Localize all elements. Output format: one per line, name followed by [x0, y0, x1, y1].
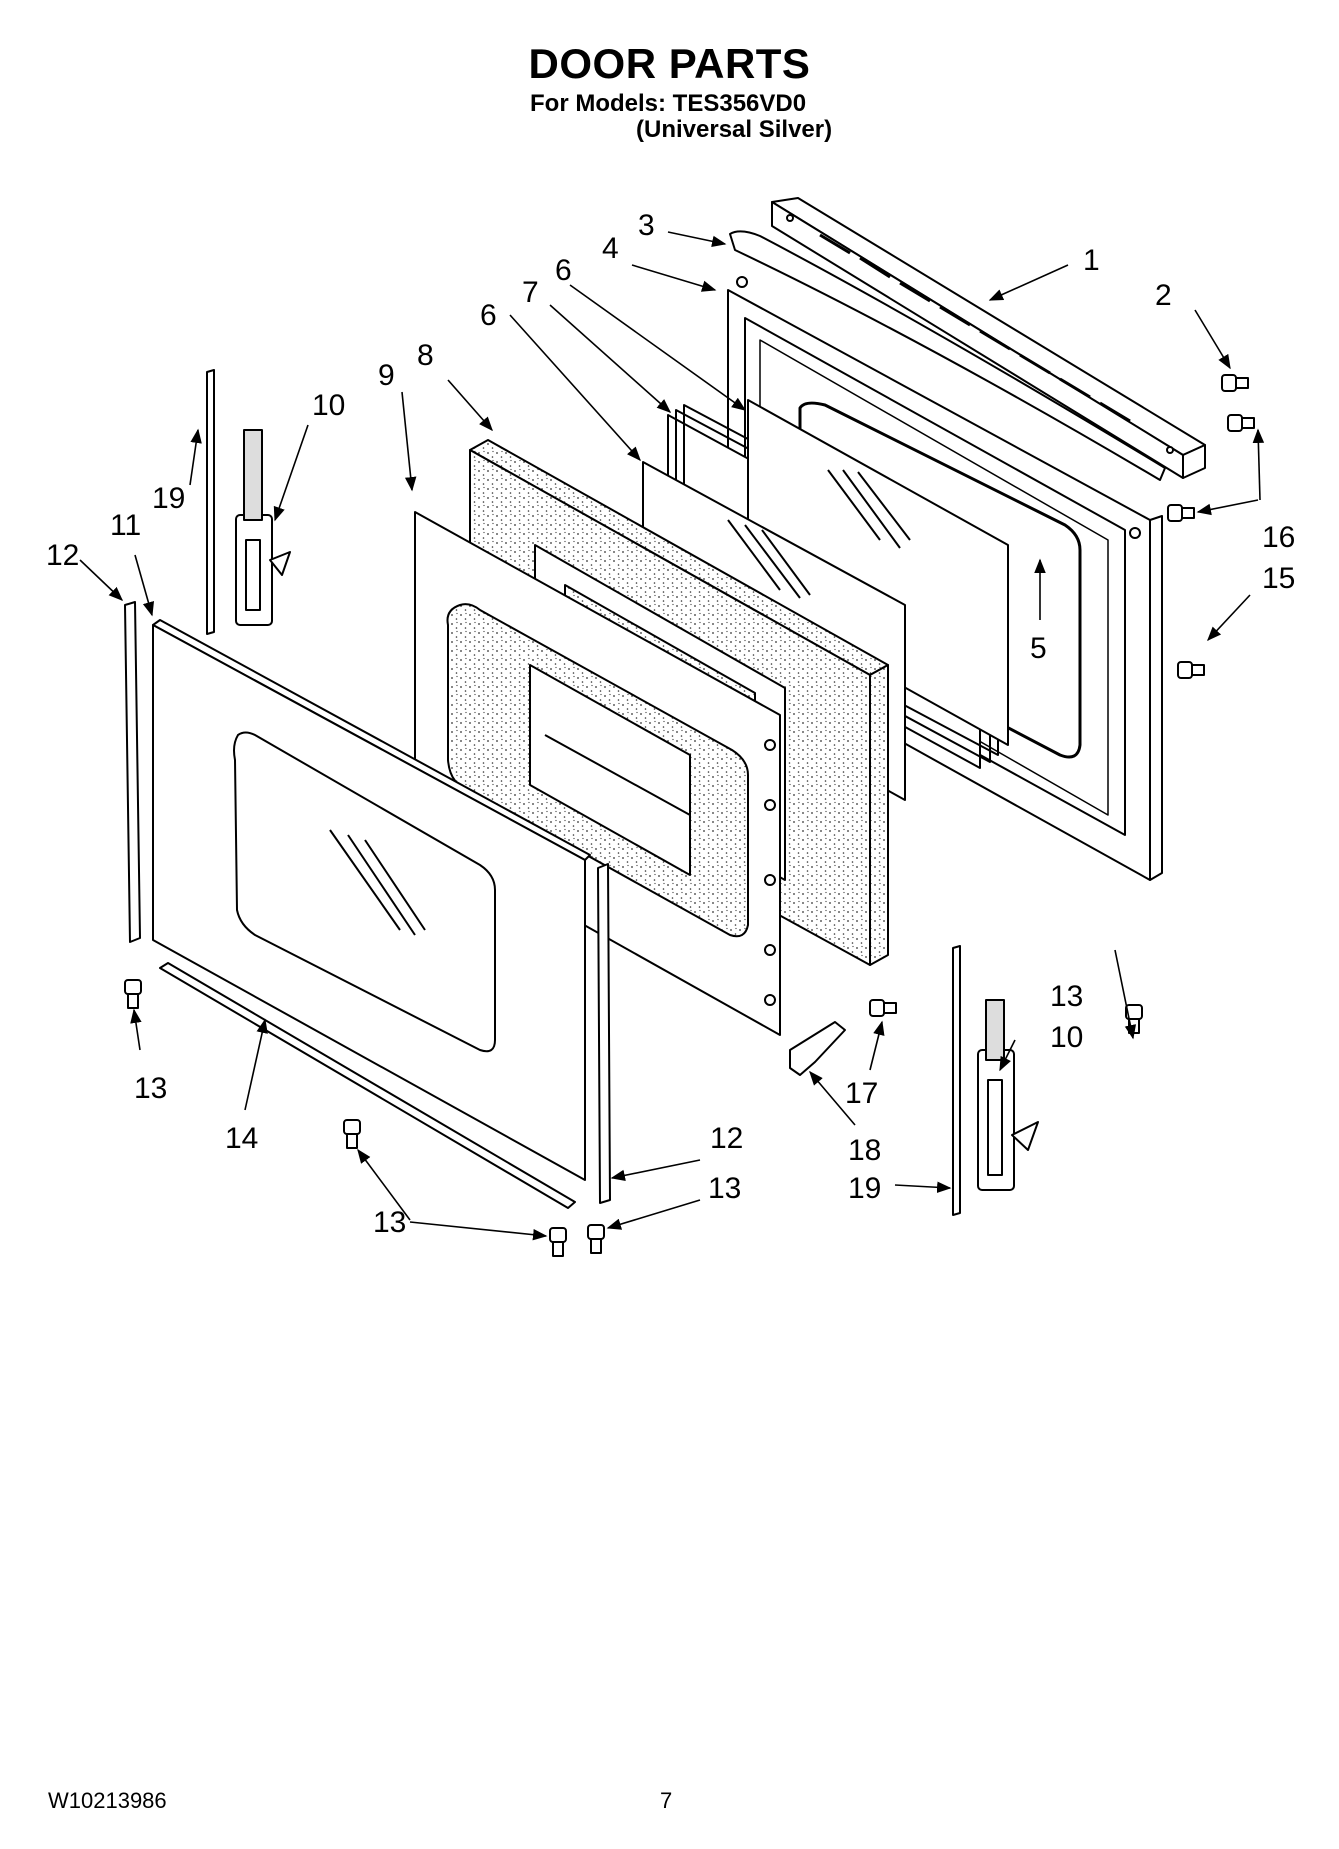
callout-6b: 6 — [480, 299, 497, 332]
part-12-side-trim-left — [124, 601, 141, 943]
part-1-vent-trim — [771, 197, 1206, 479]
callout-10-left: 10 — [312, 389, 345, 422]
part-3-trim-strip — [729, 230, 1166, 481]
callout-7: 7 — [522, 276, 539, 309]
callout-labels: 1 2 3 4 5 6 6 7 8 9 10 10 11 12 12 13 13… — [46, 209, 1295, 1239]
part-2-screw — [1221, 374, 1249, 392]
callout-12-left: 12 — [46, 539, 79, 572]
callout-11: 11 — [110, 509, 141, 542]
part-9-inner-door-frame — [414, 511, 781, 1036]
callout-5: 5 — [1030, 632, 1047, 665]
part-13-screw-e — [587, 1224, 605, 1254]
callout-2: 2 — [1155, 279, 1172, 312]
callout-13-right: 13 — [1050, 980, 1083, 1013]
callout-17: 17 — [845, 1077, 878, 1110]
callout-8: 8 — [417, 339, 434, 372]
part-17-screw — [869, 999, 897, 1017]
part-16-screw-upper — [1227, 414, 1255, 432]
part-18-bracket — [789, 1021, 846, 1076]
callout-18: 18 — [848, 1134, 881, 1167]
callout-19-right: 19 — [848, 1172, 881, 1205]
page-number: 7 — [660, 1788, 673, 1813]
part-10-hinge-right — [977, 999, 1039, 1191]
callout-12-right: 12 — [710, 1122, 743, 1155]
page-title: DOOR PARTS — [528, 40, 811, 87]
callout-13-left: 13 — [134, 1072, 167, 1105]
part-15-screw — [1177, 661, 1205, 679]
callout-14: 14 — [225, 1122, 258, 1155]
part-13-screw-d — [549, 1227, 567, 1257]
callout-4: 4 — [602, 232, 619, 265]
part-10-hinge-left — [235, 429, 291, 626]
callout-9: 9 — [378, 359, 395, 392]
color-line: (Universal Silver) — [636, 116, 833, 143]
part-13-screw-b — [124, 979, 142, 1009]
callout-16: 16 — [1262, 521, 1295, 554]
models-line: For Models: TES356VD0 — [530, 90, 807, 117]
callout-6a: 6 — [555, 254, 572, 287]
part-19-hinge-rod-right — [952, 945, 961, 1216]
callout-13-bottom-right: 13 — [708, 1172, 741, 1205]
screw-parts — [124, 374, 1255, 1257]
part-12-side-trim-right — [597, 863, 611, 1204]
callout-3: 3 — [638, 209, 655, 242]
part-16-screw-lower — [1167, 504, 1195, 522]
part-19-hinge-rod-left — [206, 369, 215, 635]
document-number: W10213986 — [48, 1788, 167, 1813]
part-13-screw-c — [343, 1119, 361, 1149]
callout-1: 1 — [1083, 244, 1100, 277]
callout-10-right: 10 — [1050, 1021, 1083, 1054]
callout-15: 15 — [1262, 562, 1295, 595]
callout-13-bottom: 13 — [373, 1206, 406, 1239]
callout-19-left: 19 — [152, 482, 185, 515]
callout-leaders — [79, 231, 1265, 1241]
part-11-outer-door-glass — [152, 619, 591, 1181]
